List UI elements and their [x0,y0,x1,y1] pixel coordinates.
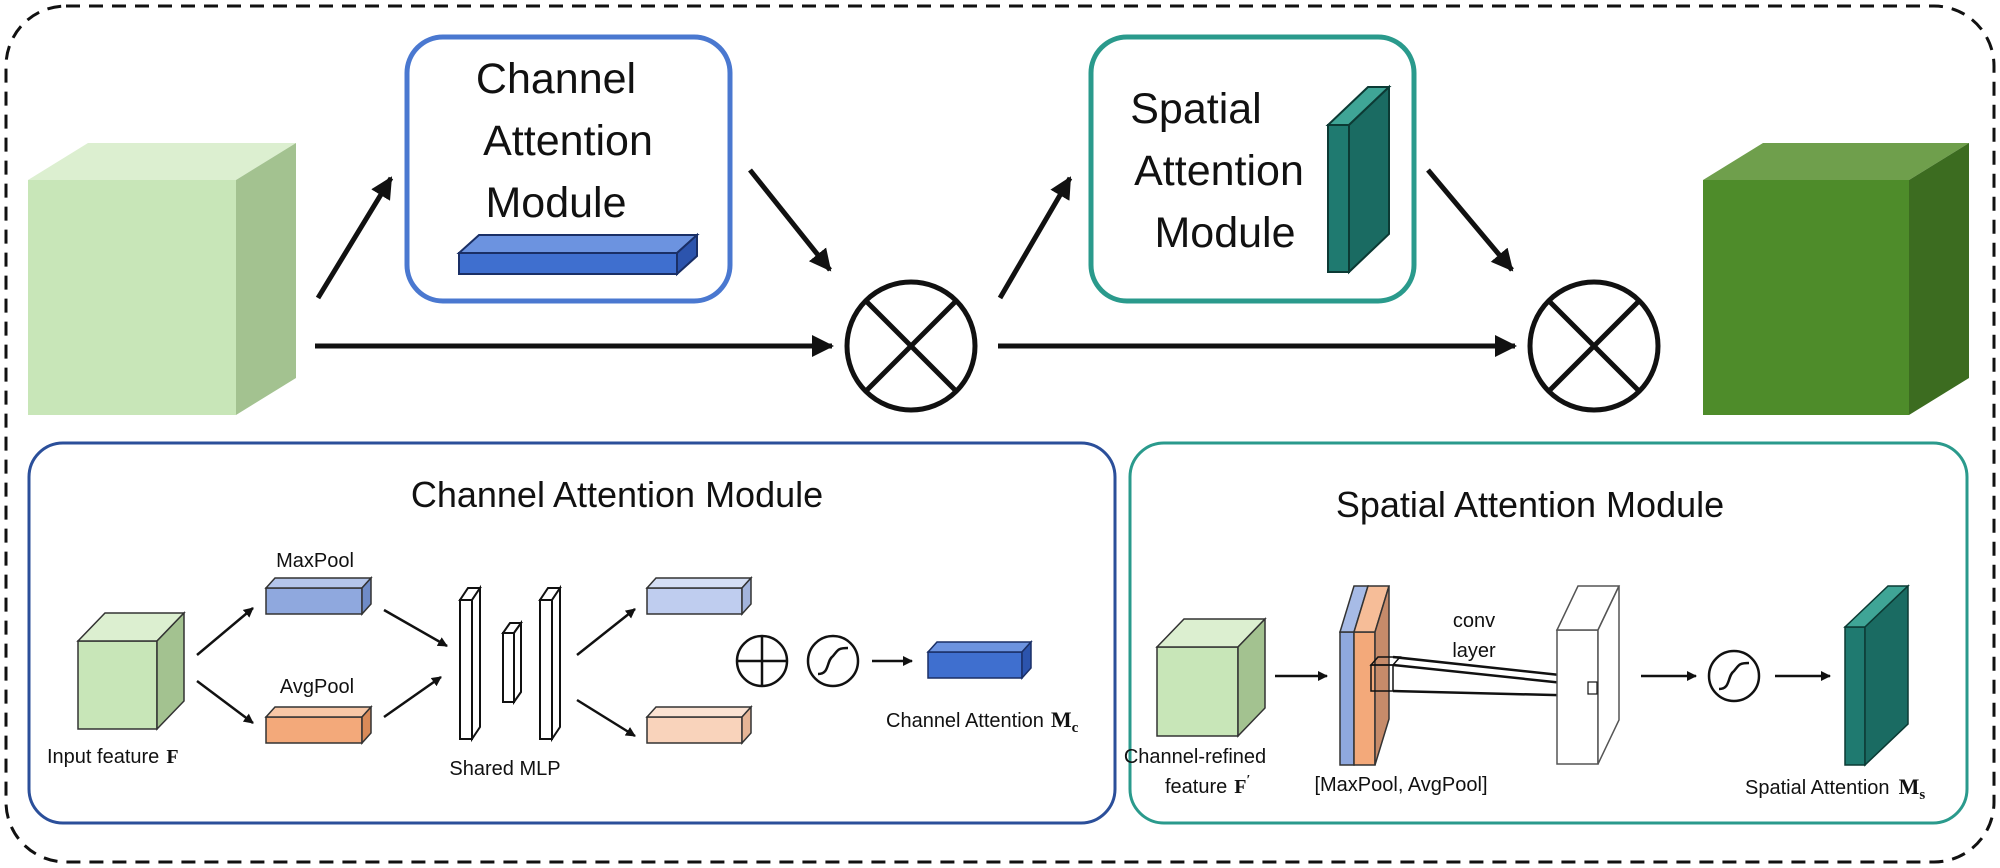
sam-input-cube [1155,617,1267,738]
arrow-avgpool-to-mlp [383,675,442,719]
spatial-attention-panel: Spatial Attention Module Channel-refined… [1124,441,1969,825]
multiply-circle-icon [1527,279,1661,413]
maxpool-label: MaxPool [276,550,354,572]
shared-mlp-layer [538,584,562,743]
conv-output-map [1555,585,1621,765]
pooled-feature-maps [1338,585,1402,766]
channel-attention-output-bar [926,640,1033,680]
cam-label-line1: Channel [476,55,636,103]
arrow-mlp-to-max-out [576,608,636,656]
sam-label-line2: Attention [1134,147,1304,195]
avgpool-bar [264,705,373,745]
mlp-output-bar-avg [645,705,753,745]
mlp-output-bar-max [645,576,753,616]
shared-mlp-label: Shared MLP [449,758,560,780]
channel-attention-bar [456,232,700,277]
spatial-attention-module-box: Spatial Attention Module [1088,34,1417,304]
arrow-to-avgpool [196,680,254,724]
cam-label-line2: Attention [483,117,653,165]
sigmoid-icon [806,634,860,688]
sigmoid-icon [1707,649,1761,703]
conv-label-line1: conv [1453,610,1495,632]
arrow-input-to-cam [315,176,394,300]
cam-label-line3: Module [485,179,626,227]
arrow-cam-to-mult1 [748,168,832,272]
sam-label-line3: Module [1154,209,1295,257]
arrow-mlp-to-avg-out [576,698,636,738]
cam-input-cube [76,611,186,731]
outer-dashed-frame [4,4,1996,864]
shared-mlp-layer [501,619,523,706]
input-feature-cube [28,143,296,415]
conv-label-line2: layer [1452,640,1496,662]
shared-mlp-layer [458,584,482,743]
plus-circle-icon [735,634,789,688]
refined-feature-cube [1703,143,1969,415]
spatial-attention-map [1325,84,1392,275]
arrow-sam-to-mult2 [1426,168,1514,272]
sam-input-label-line1: Channel-refined [1124,746,1266,768]
arrow-mult1-to-sam [997,176,1073,300]
sam-panel-title: Spatial Attention Module [1336,484,1724,525]
channel-attention-module-box: Channel Attention Module [404,34,733,304]
arrow-to-maxpool [196,607,254,656]
spatial-attention-output-map [1843,584,1910,767]
avgpool-label: AvgPool [280,676,354,698]
cam-panel-title: Channel Attention Module [411,474,823,515]
sam-label-line1: Spatial [1130,85,1261,133]
maxpool-bar [264,576,373,616]
pool-label: [MaxPool, AvgPool] [1314,774,1487,796]
multiply-circle-icon [844,279,978,413]
arrow-maxpool-to-mlp [383,608,448,648]
